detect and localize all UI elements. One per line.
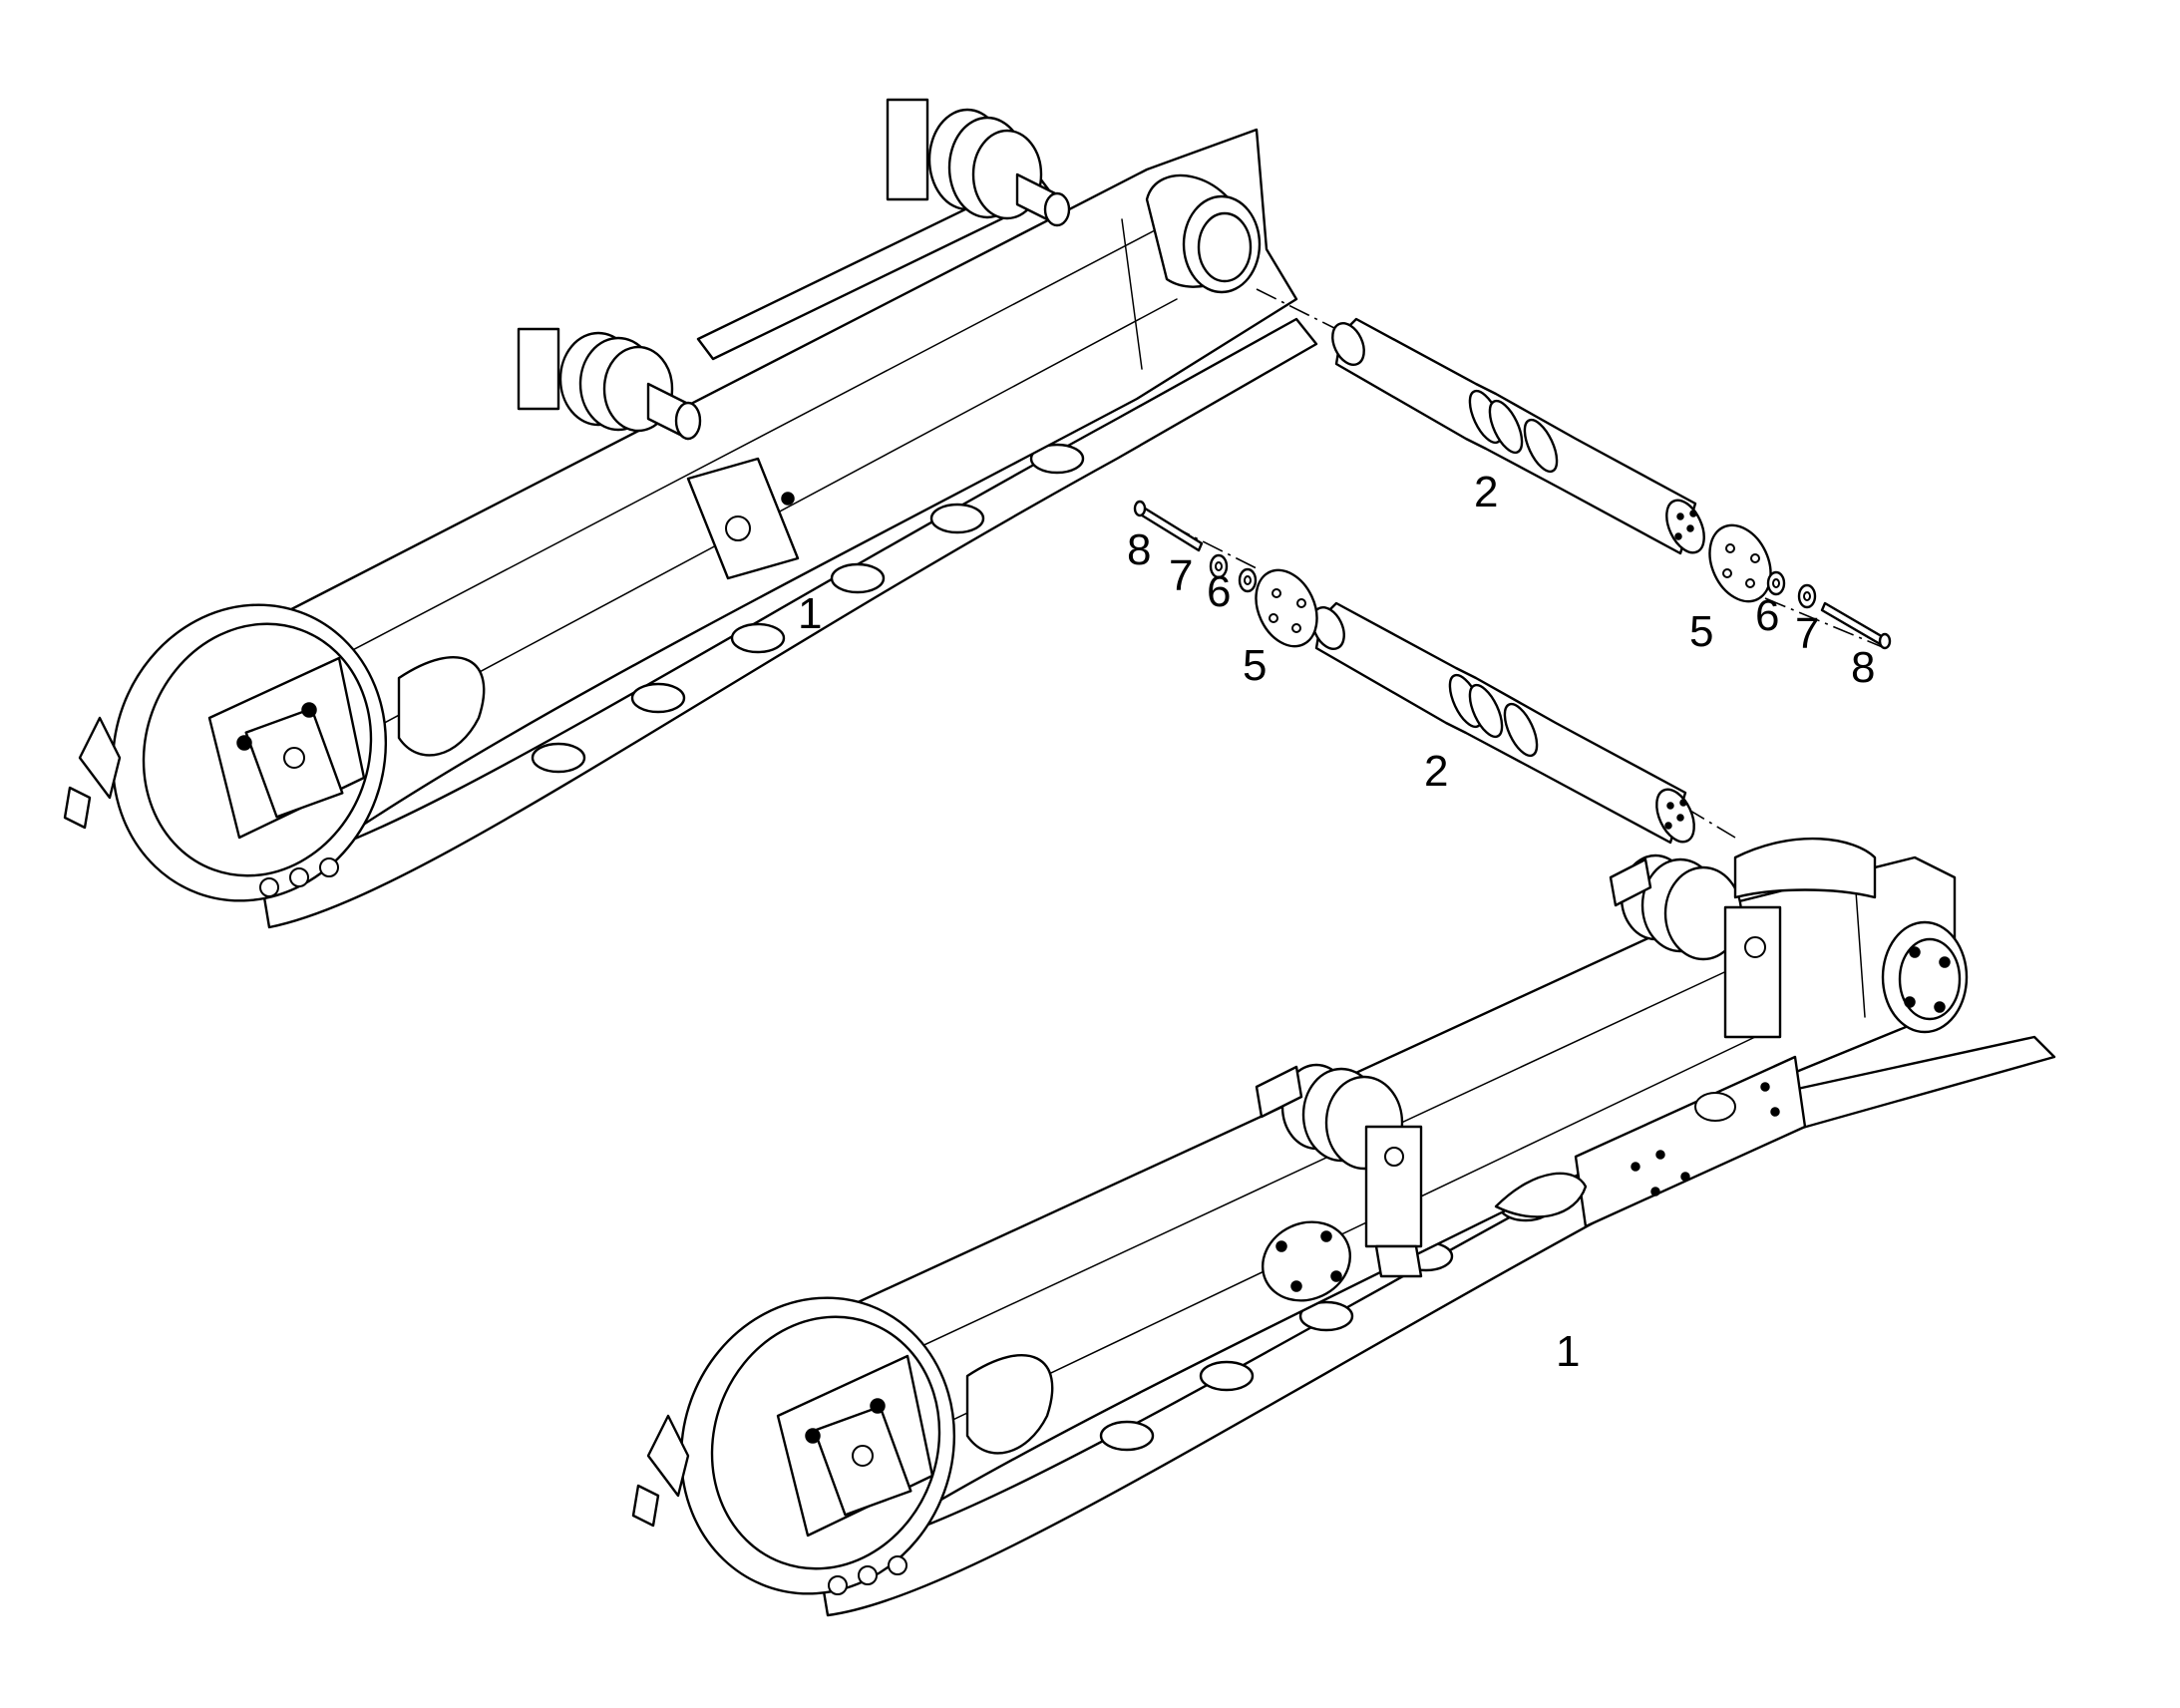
washer-7-left bbox=[1209, 553, 1229, 579]
pivot-mount-lower-front bbox=[1255, 1063, 1423, 1278]
front-idler-wheel-upper bbox=[63, 603, 388, 902]
front-idler-wheel-lower bbox=[631, 1296, 956, 1595]
callout-1-upper: 1 bbox=[798, 589, 822, 638]
inspection-cover-lower bbox=[1261, 1220, 1352, 1302]
washer-7-right bbox=[1797, 583, 1817, 609]
bolt-8-right bbox=[1820, 601, 1892, 650]
callout-7-right: 7 bbox=[1795, 609, 1819, 658]
callout-6-left: 6 bbox=[1207, 567, 1231, 616]
callout-6-right: 6 bbox=[1755, 591, 1779, 640]
callout-2-upper: 2 bbox=[1474, 468, 1498, 516]
pivot-shaft-lower bbox=[1311, 601, 1695, 845]
washer-6-right bbox=[1766, 570, 1786, 596]
callout-1-lower: 1 bbox=[1556, 1327, 1580, 1376]
pivot-mount-lower-rear bbox=[1609, 854, 1782, 1039]
side-plate-lower bbox=[1574, 1055, 1807, 1228]
pivot-mount-upper-front bbox=[886, 98, 1071, 227]
callout-5-right: 5 bbox=[1689, 607, 1713, 656]
flange-plate-right bbox=[1708, 523, 1772, 603]
bolt-8-left bbox=[1133, 500, 1204, 552]
pivot-shaft-upper bbox=[1331, 317, 1705, 555]
washer-6-left bbox=[1238, 567, 1258, 593]
callout-7-left: 7 bbox=[1169, 551, 1193, 600]
flange-plate-left bbox=[1255, 568, 1318, 648]
callout-8-left: 8 bbox=[1127, 525, 1151, 574]
track-frame-lower bbox=[631, 837, 2056, 1617]
track-frame-upper bbox=[63, 98, 1318, 929]
assembly-center-lines bbox=[1136, 288, 1886, 839]
callout-2-lower: 2 bbox=[1424, 747, 1448, 796]
drive-hub-lower bbox=[1881, 920, 1969, 1034]
track-roller-group bbox=[531, 443, 1085, 774]
callout-5-left: 5 bbox=[1243, 641, 1267, 690]
pivot-mount-upper-rear bbox=[517, 327, 702, 441]
callout-labels: 1 1 2 2 5 5 6 6 7 7 8 8 bbox=[798, 468, 1875, 1376]
pivot-bore-upper bbox=[1145, 173, 1262, 294]
callout-8-right: 8 bbox=[1851, 643, 1875, 692]
